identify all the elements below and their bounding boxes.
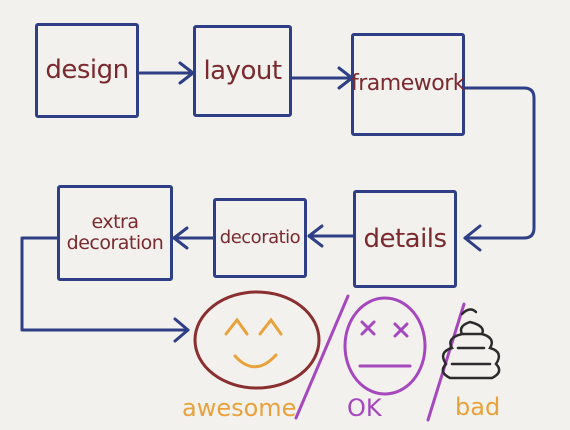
- decoration-box: decoratio: [213, 198, 307, 278]
- arrow-framework-to-details: [463, 86, 536, 240]
- arrow-extra-to-ratings: [20, 236, 190, 332]
- layout-box: layout: [193, 25, 292, 117]
- details-label: details: [363, 223, 447, 254]
- ok-face-icon: [343, 296, 427, 396]
- decoration-label: decoratio: [219, 227, 301, 249]
- ok-label: OK: [347, 394, 382, 422]
- framework-label: framework: [351, 71, 465, 97]
- extra-label-line1: extra: [91, 211, 139, 234]
- extra-decoration-box: extra decoration: [57, 185, 173, 281]
- layout-label: layout: [203, 55, 282, 86]
- framework-box: framework: [351, 33, 465, 136]
- details-box: details: [353, 190, 457, 288]
- design-label: design: [45, 55, 129, 86]
- awesome-label: awesome: [182, 394, 297, 422]
- poop-icon: [441, 308, 501, 380]
- bad-label: bad: [455, 393, 501, 421]
- design-box: design: [35, 23, 139, 118]
- awesome-face-icon: [193, 290, 321, 390]
- divider-line-left: [294, 294, 350, 420]
- extra-label-line2: decoration: [66, 232, 164, 254]
